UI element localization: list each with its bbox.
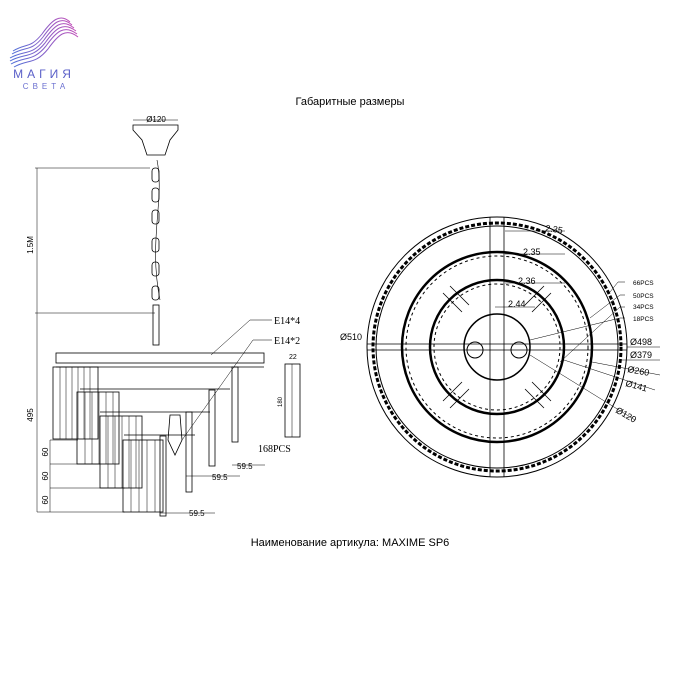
lamp-upper-label: E14*4: [274, 316, 300, 327]
gap-label: 2.36: [518, 276, 536, 286]
chain-length-label: 1.5M: [26, 236, 35, 254]
crystal-count-label: 66PCS: [633, 280, 654, 287]
canopy: [132, 124, 179, 156]
side-view-labels: Ø120 1.5M 495 60 60 60 59.5 59.5 59.5 E1…: [26, 115, 300, 518]
crystal-count-label: 18PCS: [633, 316, 654, 323]
offset-label: 59.5: [189, 509, 205, 518]
top-view: [366, 216, 661, 478]
lamp-lower-label: E14*2: [274, 336, 300, 347]
overall-diameter-label: Ø510: [340, 332, 362, 342]
crystal-count-label: 34PCS: [633, 304, 654, 311]
logo-title: МАГИЯ: [13, 67, 75, 81]
offset-label: 59.5: [237, 462, 253, 471]
side-view: [35, 119, 301, 517]
ring-diameter-label: Ø498: [630, 337, 652, 347]
lamp-bulb: [167, 414, 183, 456]
gap-label: 2.35: [545, 223, 564, 235]
brand-logo: [4, 10, 84, 100]
gap-label: 2.35: [523, 247, 541, 257]
page-title: Габаритные размеры: [295, 96, 405, 108]
logo-subtitle: СВЕТА: [22, 82, 70, 91]
ring-diameter-label: Ø141: [624, 378, 648, 393]
wave-logo-icon: [9, 17, 79, 68]
ring-diameter-label: Ø379: [630, 350, 652, 360]
ring-diameter-label: Ø260: [627, 364, 650, 378]
crystal-length-label: 180: [278, 396, 284, 407]
tier-step-label: 60: [41, 471, 50, 480]
canopy-diameter-label: Ø120: [146, 115, 166, 124]
offset-label: 59.5: [212, 473, 228, 482]
crystal-width-label: 22: [289, 354, 297, 361]
tier-step-label: 60: [41, 447, 50, 456]
tier-step-label: 60: [41, 495, 50, 504]
height-label: 495: [26, 408, 35, 422]
crystal-tiers: [52, 366, 239, 517]
gap-label: 2.44: [508, 299, 526, 309]
ring-diameter-label: Ø120: [614, 405, 638, 425]
chain: [151, 159, 161, 301]
article-name: Наименование артикула: MAXIME SP6: [250, 537, 450, 549]
top-view-labels: Ø510 2.35 2.35 2.36 2.44 66PCS 50PCS 34P…: [340, 223, 654, 425]
crystal-count-label: 168PCS: [258, 444, 291, 455]
crystal-count-label: 50PCS: [633, 293, 654, 300]
